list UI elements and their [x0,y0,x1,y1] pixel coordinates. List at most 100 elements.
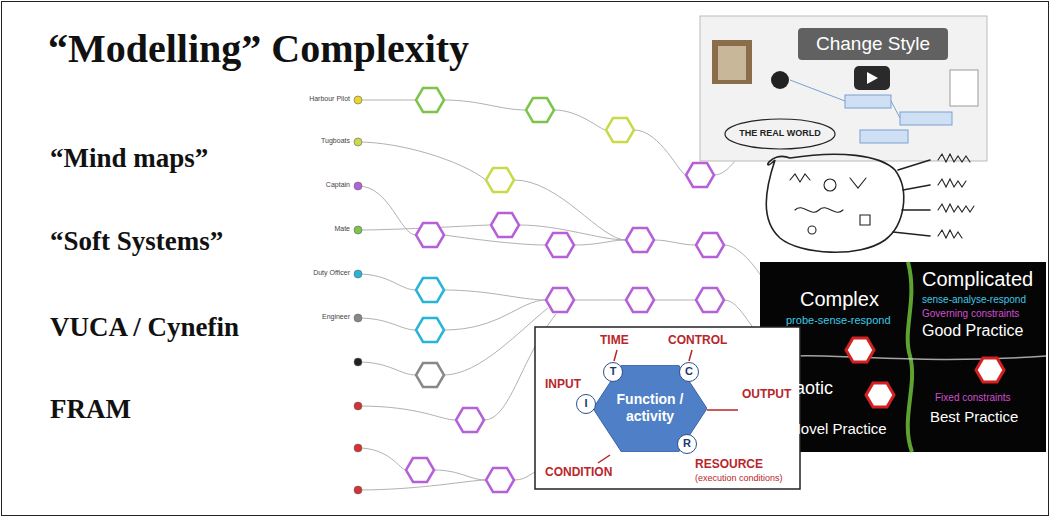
network-line [358,318,416,330]
hand-sketch [766,154,903,252]
network-line [514,180,626,240]
actor-dot [354,444,362,452]
video-screenshot [700,16,987,161]
network-hexagon [416,88,444,112]
network-line [574,300,626,301]
hand-sketch [790,174,810,182]
sketch-note: THE REAL WORLD [739,128,820,138]
video-screenshot [950,70,978,106]
video-screenshot [860,130,908,143]
domain-practice: Good Practice [922,322,1023,340]
hand-sketch [938,230,962,238]
fram-inset [598,455,610,463]
network-line [444,308,548,375]
aspect-label: TIME [600,334,629,348]
aspect-label: CONTROL [668,334,727,348]
hand-sketch [898,160,930,170]
network-hexagon [416,223,444,247]
hand-sketch [893,232,930,236]
network-hexagon [546,233,574,257]
network-hexagon [486,468,514,492]
video-screenshot [798,28,948,60]
bullet-item: VUCA / Cynefin [50,312,239,343]
bullet-item: “Soft Systems” [50,226,223,257]
aspect-label: OUTPUT [742,388,791,402]
cynefin-image [760,262,1046,452]
hand-sketch [824,179,836,191]
aspect-letter: I [584,397,587,410]
video-screenshot [718,46,746,80]
aspect-label: CONDITION [545,466,612,480]
network-line [358,100,416,101]
hand-sketch [850,178,866,188]
video-screenshot [700,16,987,161]
aspect-note: (execution conditions) [695,473,783,483]
actor-dot [354,486,362,494]
network-hexagon [491,213,519,237]
network-line [434,470,486,480]
network-line [444,100,526,110]
hand-sketch [808,226,816,234]
actor-dot [354,314,362,322]
network-line [358,448,406,470]
actor-label: Tugboats [321,137,350,145]
domain-constraint: Governing constraints [922,308,1019,320]
domain-name: Complicated [922,268,1033,291]
aspect-label: INPUT [545,378,581,392]
actor-dot [354,358,362,366]
network-hexagon [416,278,444,302]
video-screenshot [790,80,845,101]
network-line [358,142,486,180]
actor-label: Mate [334,225,350,233]
network-hexagon [686,163,714,187]
fram-inset [707,409,738,411]
domain-practice: Best Practice [930,408,1018,425]
network-hexagon [626,228,654,252]
actor-label: Duty Officer [313,269,350,277]
network-line [634,130,686,175]
cynefin-image [846,338,874,362]
aspect-letter: R [683,437,691,450]
network-hexagon [606,118,634,142]
cynefin-image [760,262,1046,452]
domain-approach: probe-sense-respond [786,314,891,327]
video-screenshot [867,72,878,84]
function-name: Function / activity [613,391,687,425]
video-screenshot [900,112,952,125]
fram-inset [689,350,692,361]
bullet-item: “Mind maps” [50,143,208,174]
domain-approach: sense-analyse-respond [922,294,1026,306]
hand-sketch [938,154,970,162]
network-line [444,300,546,330]
fram-inset [535,327,800,489]
aspect-circle: T [603,362,623,382]
hand-sketch [795,208,843,213]
cynefin-image [760,356,1046,360]
network-hexagon [486,168,514,192]
fram-inset [535,327,800,489]
domain-constraint: Fixed constraints [935,392,1011,404]
actor-dot [354,96,362,104]
network-hexagon [696,233,724,257]
hand-sketch [860,215,870,225]
video-title: Change Style [816,33,930,55]
network-line [358,406,456,420]
aspect-letter: C [685,365,693,378]
actor-label: Captain [326,181,350,189]
aspect-circle: R [677,434,697,454]
network-hexagon [406,458,434,482]
domain-name: Complex [800,288,879,311]
network-line [519,225,626,240]
network-hexagon [416,363,444,387]
network-line [554,110,606,130]
network-hexagon [626,288,654,312]
network-line [358,186,416,235]
network-line [574,240,626,245]
fram-inset [614,350,617,361]
actor-dot [354,270,362,278]
video-screenshot [712,40,752,84]
hand-sketch [903,185,930,190]
network-hexagon [546,288,574,312]
